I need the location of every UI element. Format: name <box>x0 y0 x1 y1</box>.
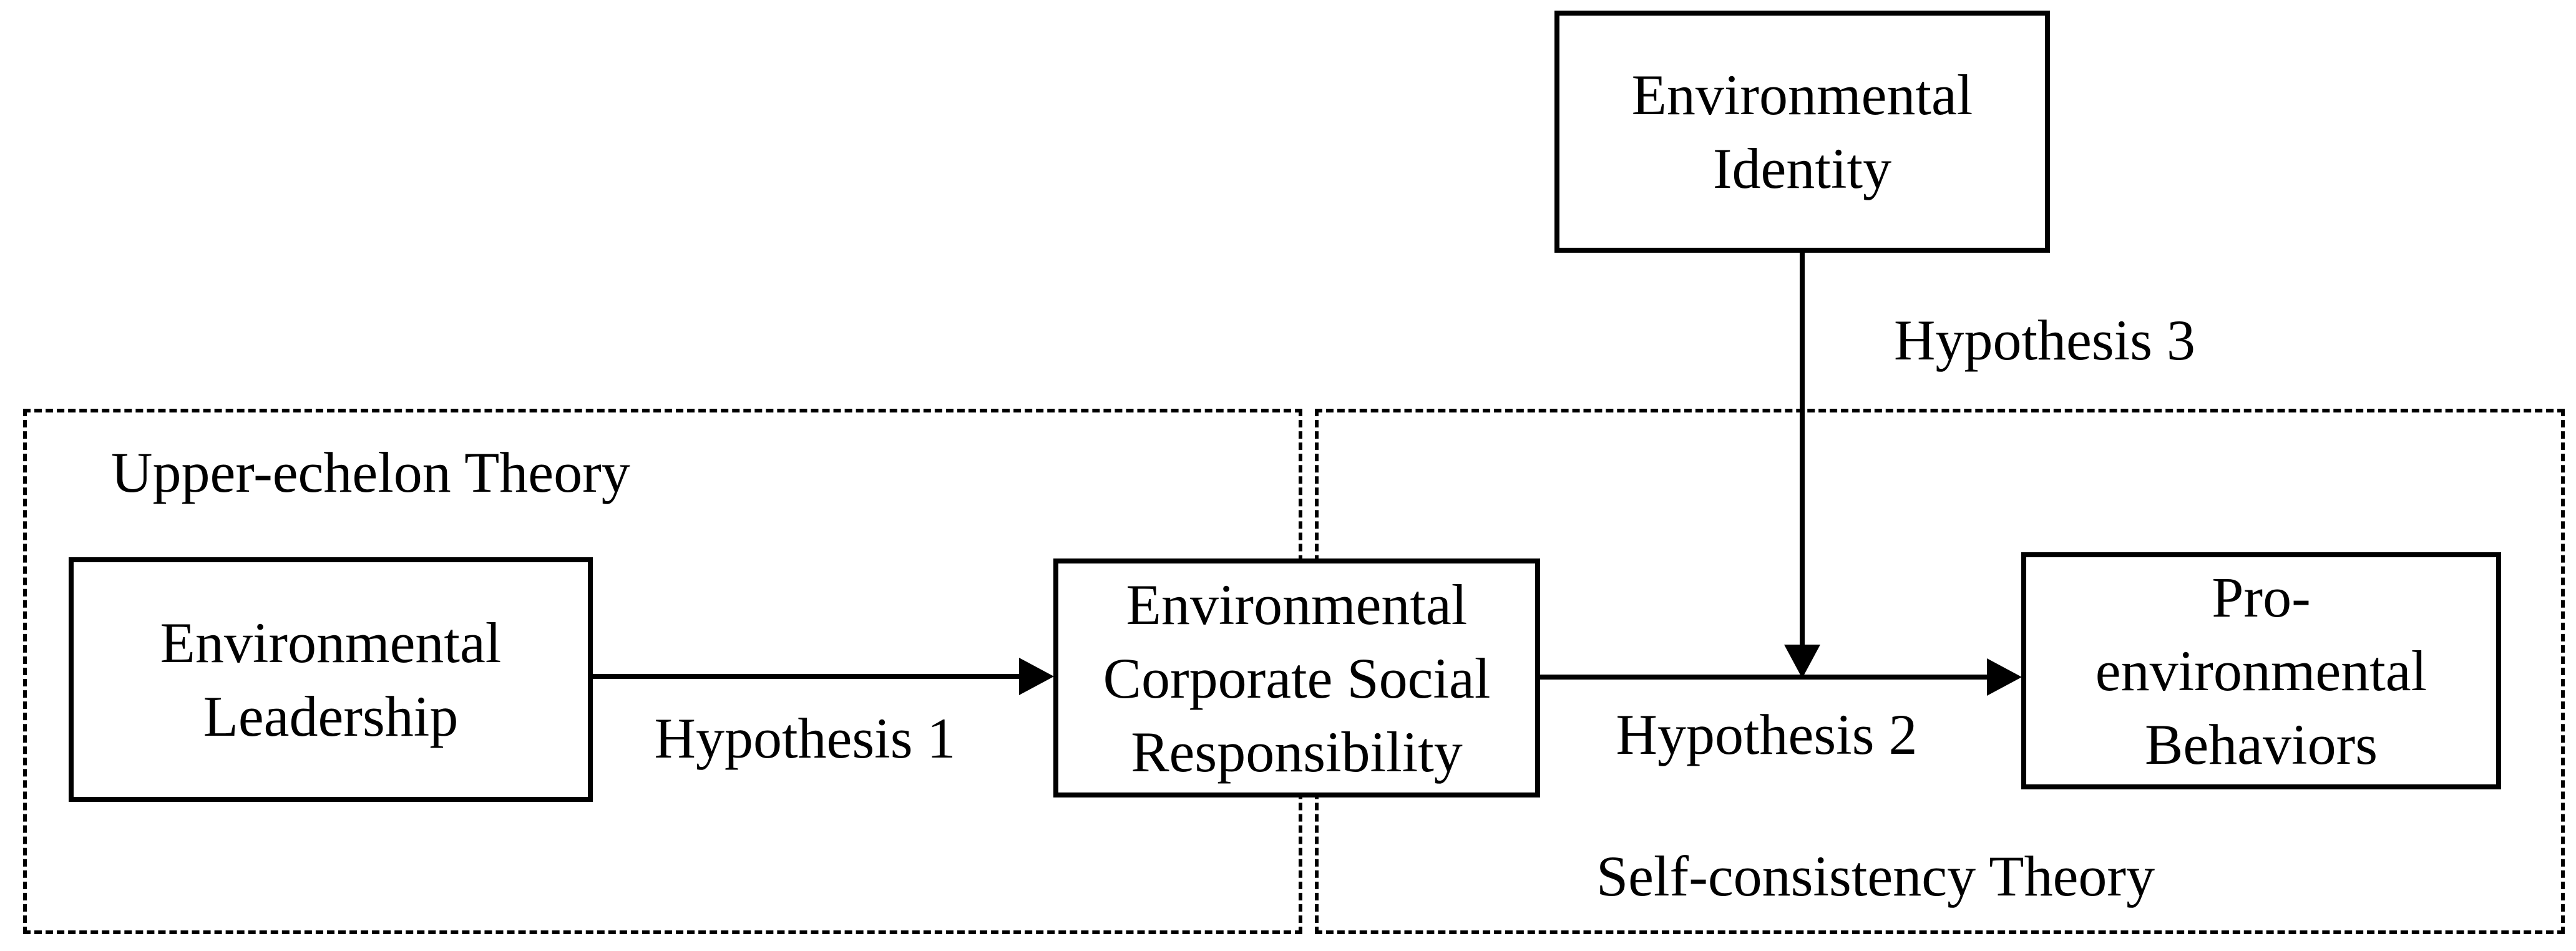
node-environmental-identity: Environmental Identity <box>1554 11 2050 253</box>
region-label-upper-echelon-theory: Upper-echelon Theory <box>111 441 630 504</box>
arrow-hypothesis-2-head-icon <box>1987 658 2022 696</box>
arrow-hypothesis-3-head-icon <box>1784 645 1820 678</box>
node-pro-environmental-behaviors: Pro- environmental Behaviors <box>2021 552 2501 789</box>
edge-label-hypothesis-2: Hypothesis 2 <box>1616 703 1918 766</box>
node-environmental-leadership-line1: Environmental <box>160 611 502 675</box>
node-environmental-csr-line1: Environmental <box>1126 572 1468 636</box>
edge-label-hypothesis-1: Hypothesis 1 <box>654 706 956 770</box>
node-environmental-corporate-social-responsibility: Environmental Corporate Social Responsib… <box>1053 558 1540 797</box>
node-environmental-csr-line2: Corporate Social <box>1103 646 1491 710</box>
arrow-hypothesis-1-line <box>593 674 1023 679</box>
edge-label-hypothesis-3: Hypothesis 3 <box>1894 308 2195 372</box>
node-environmental-csr-line3: Responsibility <box>1131 719 1463 784</box>
arrow-hypothesis-3-line <box>1800 250 1805 646</box>
node-environmental-identity-line2: Identity <box>1712 137 1892 200</box>
arrow-hypothesis-1-head-icon <box>1019 658 1054 695</box>
node-pro-environmental-behaviors-line2: environmental <box>2095 639 2427 703</box>
node-pro-environmental-behaviors-line1: Pro- <box>2212 565 2311 629</box>
node-environmental-leadership: Environmental Leadership <box>69 557 593 802</box>
node-environmental-identity-line1: Environmental <box>1631 63 1973 127</box>
node-environmental-leadership-line2: Leadership <box>203 685 459 748</box>
region-label-self-consistency-theory: Self-consistency Theory <box>1596 844 2155 908</box>
arrow-hypothesis-2-line <box>1540 675 1989 680</box>
node-pro-environmental-behaviors-line3: Behaviors <box>2144 713 2378 776</box>
